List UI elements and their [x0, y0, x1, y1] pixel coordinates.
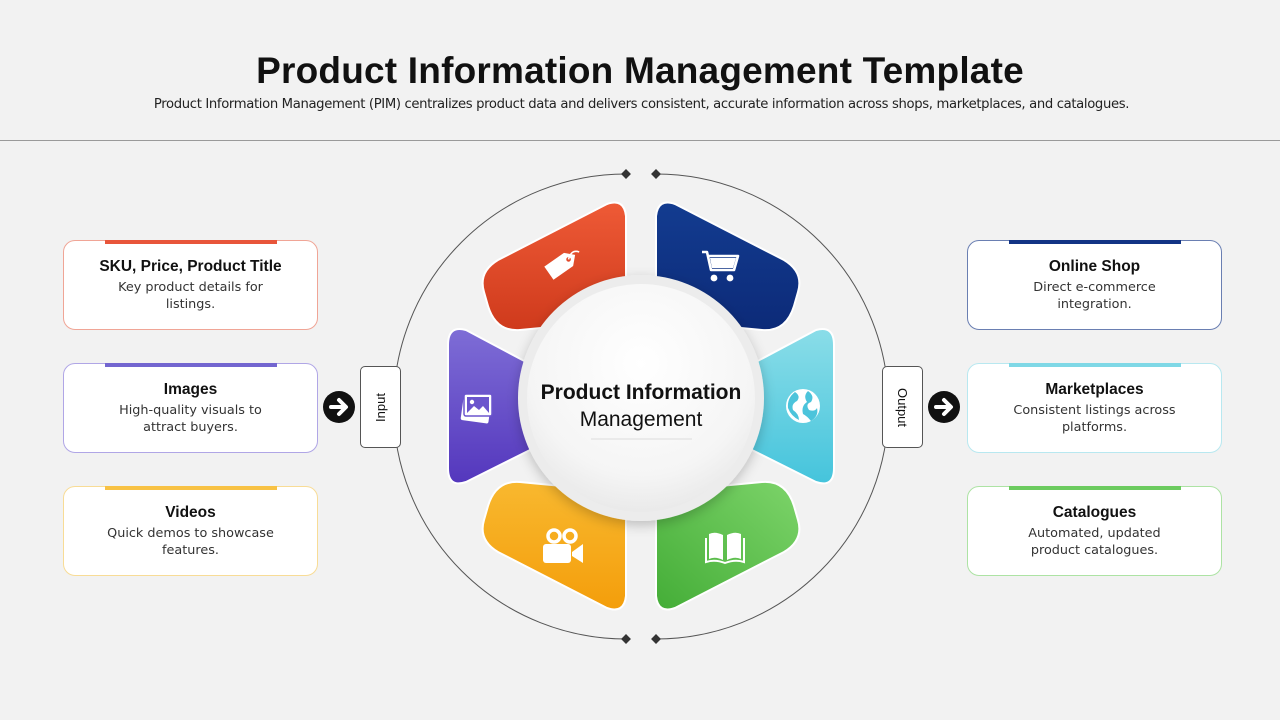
card-accent-bar — [1009, 240, 1181, 244]
card-title: Images — [163, 381, 218, 398]
output-label-box: Output — [882, 366, 923, 448]
center-label: Product Information Management — [520, 381, 762, 432]
card-accent-bar — [1009, 486, 1181, 490]
output-label: Output — [895, 387, 910, 427]
card-description: Direct e-commerce integration. — [1033, 280, 1156, 312]
card-description: Quick demos to showcase features. — [107, 526, 274, 558]
card-title: Marketplaces — [1045, 381, 1144, 398]
shopping-cart-icon — [702, 250, 740, 282]
card-description: High-quality visuals to attract buyers. — [119, 403, 262, 435]
center-label-line2: Management — [579, 408, 703, 431]
input-label: Input — [372, 392, 388, 422]
petal-navy — [655, 201, 801, 332]
page-subtitle: Product Information Management (PIM) cen… — [153, 97, 1130, 112]
open-book-icon — [705, 532, 745, 565]
card-accent-bar — [105, 363, 277, 367]
output-card-catalogues: Catalogues Automated, updated product ca… — [967, 486, 1222, 576]
card-title: SKU, Price, Product Title — [99, 258, 282, 275]
image-gallery-icon — [460, 393, 493, 424]
input-card-sku: SKU, Price, Product Title Key product de… — [63, 240, 318, 330]
input-label-box: Input — [360, 366, 401, 448]
globe-icon — [786, 389, 820, 423]
center-label-line1: Product Information — [540, 381, 742, 404]
output-card-online-shop: Online Shop Direct e-commerce integratio… — [967, 240, 1222, 330]
petal-red — [481, 201, 627, 332]
card-description: Consistent listings across platforms. — [1013, 403, 1176, 435]
output-arrow-icon — [928, 391, 960, 423]
card-description: Automated, updated product catalogues. — [1028, 526, 1161, 558]
price-tag-icon — [544, 250, 580, 280]
input-arrow-icon — [323, 391, 355, 423]
input-card-videos: Videos Quick demos to showcase features. — [63, 486, 318, 576]
petal-green — [655, 480, 801, 611]
card-description: Key product details for listings. — [118, 280, 263, 312]
video-camera-icon — [543, 528, 583, 563]
page-title: Product Information Management Template — [256, 50, 1024, 91]
card-accent-bar — [105, 240, 277, 244]
card-title: Videos — [165, 504, 216, 521]
card-accent-bar — [1009, 363, 1181, 367]
card-title: Catalogues — [1052, 504, 1137, 521]
card-accent-bar — [105, 486, 277, 490]
output-card-marketplaces: Marketplaces Consistent listings across … — [967, 363, 1222, 453]
petal-orange — [481, 480, 627, 611]
card-title: Online Shop — [1048, 258, 1141, 275]
header-divider — [0, 140, 1280, 141]
input-card-images: Images High-quality visuals to attract b… — [63, 363, 318, 453]
